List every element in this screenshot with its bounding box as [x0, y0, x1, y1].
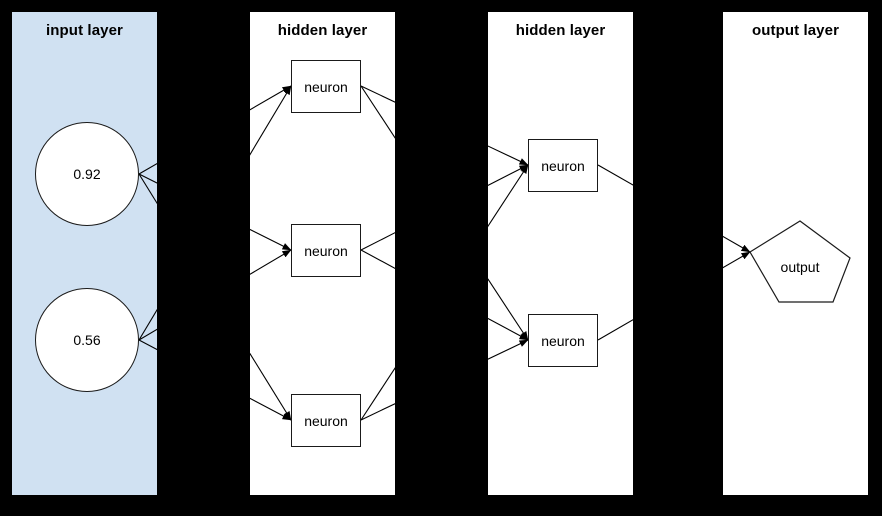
hidden2-neuron-1-label: neuron — [541, 157, 585, 174]
input-node-2[interactable]: 0.56 — [35, 288, 139, 392]
hidden1-neuron-3-label: neuron — [304, 412, 348, 429]
layer-panel-hidden2[interactable]: hidden layer — [488, 12, 633, 495]
layer-title-hidden2: hidden layer — [515, 22, 606, 39]
hidden1-neuron-1[interactable]: neuron — [291, 60, 361, 113]
output-node[interactable]: output — [748, 220, 852, 304]
pentagon-shape-icon — [749, 220, 851, 303]
layer-title-output: output layer — [751, 22, 840, 39]
hidden1-neuron-3[interactable]: neuron — [291, 394, 361, 447]
hidden1-neuron-1-label: neuron — [304, 78, 348, 95]
input-node-1[interactable]: 0.92 — [35, 122, 139, 226]
output-node-label: output — [780, 259, 820, 275]
input-node-1-label: 0.92 — [73, 166, 101, 182]
hidden2-neuron-2-label: neuron — [541, 332, 585, 349]
hidden2-neuron-1[interactable]: neuron — [528, 139, 598, 192]
hidden1-neuron-2[interactable]: neuron — [291, 224, 361, 277]
edges-clip-input — [138, 162, 157, 351]
layer-panel-input[interactable]: input layer — [12, 12, 157, 495]
hidden2-neuron-2[interactable]: neuron — [528, 314, 598, 367]
hidden1-neuron-2-label: neuron — [304, 242, 348, 259]
layer-title-hidden1: hidden layer — [277, 22, 368, 39]
input-node-2-label: 0.56 — [73, 332, 101, 348]
edges-clip-hidden2 — [488, 145, 633, 360]
layer-title-input: input layer — [46, 22, 123, 39]
